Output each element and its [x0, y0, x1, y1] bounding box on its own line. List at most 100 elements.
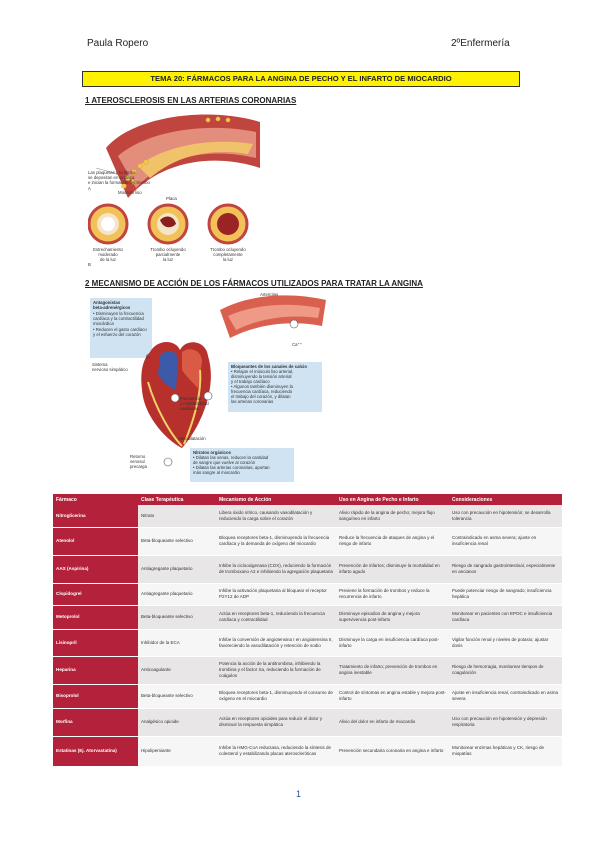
- drug-name: Estatinas (Ej. Atorvastatina): [53, 736, 138, 767]
- retorno-label-line3: precarga: [130, 464, 148, 469]
- drug-name: Metoprolol: [53, 605, 138, 630]
- nitratos-box-line2: • Dilatan las venas, reducen la cantidad: [193, 455, 269, 460]
- drug-name: Nitroglicerina: [53, 505, 138, 528]
- header-uso: Uso en Angina de Pecho e Infarto: [336, 494, 449, 505]
- drug-considerations: Puede potenciar riesgo de sangrado; insu…: [449, 583, 562, 606]
- heart-marker-2: [203, 391, 213, 401]
- frecuencia-label-line3: cardíacas: [180, 406, 199, 411]
- header-author: Paula Ropero: [87, 38, 149, 49]
- calcio-box-line3: disminuyendo la tensión arterial: [231, 374, 291, 379]
- frecuencia-label-line1: Frecuencia: [180, 396, 202, 401]
- drug-mechanism: Inhibe la HMG-CoA reductasa, reduciendo …: [216, 736, 336, 767]
- vasodilatacion-label: Vasodilatación: [178, 436, 206, 441]
- panel-b-letter: B: [88, 262, 91, 267]
- heart-marker-1: [170, 393, 180, 403]
- nitratos-box-line5: más sangre al miocardio: [193, 470, 240, 475]
- cross-section-3: [207, 203, 249, 245]
- beta-blocker-box: [90, 298, 152, 358]
- calcio-box-line2: • Relajan el músculo liso arterial,: [231, 369, 293, 374]
- retorno-label-line1: Retorno: [130, 454, 146, 459]
- cross-section-1: [88, 203, 129, 245]
- calcio-box-line5: • Algunos también disminuyen la: [231, 384, 294, 389]
- arteriole-marker: [289, 319, 299, 329]
- plaque-note-line2: se depositan en la placa: [88, 175, 135, 180]
- section-heading-mechanism: 2 MECANISMO DE ACCIÓN DE LOS FÁRMACOS UT…: [85, 279, 423, 288]
- plaque-label: Placa: [166, 196, 177, 201]
- arterias-label: Arteriolas: [260, 292, 278, 297]
- simpatico-label-line1: Sistema: [92, 362, 108, 367]
- cross-section-2: [147, 203, 189, 245]
- caption-1-line2: moderado: [98, 252, 118, 257]
- drug-use: Disminuye la carga en insuficiencia card…: [336, 629, 449, 657]
- caption-2-line2: parcialmente: [156, 252, 181, 257]
- drug-mechanism: Inhibe la conversión de angiotensina I e…: [216, 629, 336, 657]
- frecuencia-label-line2: y contractilidad: [180, 401, 209, 406]
- drug-use: Reduce la frecuencia de ataques de angin…: [336, 527, 449, 556]
- drug-name: Clopidogrel: [53, 583, 138, 606]
- beta-box-line6: • Reducen el gasto cardíaco: [93, 327, 147, 332]
- drug-class: Antiagregante plaquetario: [138, 555, 216, 584]
- drug-use: Previene la formación de trombos y reduc…: [336, 583, 449, 606]
- table-row: Morfina Analgésico opioide Actúa en rece…: [53, 708, 562, 737]
- header-farmaco: Fármaco: [53, 494, 138, 505]
- nitratos-box-line4: • Dilatan las arterias coronarias, aport…: [193, 465, 270, 470]
- beta1-label: β₁: [146, 354, 150, 359]
- drug-use: Prevención de infartos; disminuye la mor…: [336, 555, 449, 584]
- drug-use: Prevención secundaria coronaria en angin…: [336, 736, 449, 767]
- calcio-box-line1: Bloqueantes de los canales de calcio: [231, 364, 307, 369]
- panel-a-letter: A: [88, 186, 91, 191]
- platelet-clusters: [121, 116, 231, 189]
- drug-use: Disminuye episodios de angina y mejora s…: [336, 605, 449, 630]
- drug-use: Control de síntomas en angina estable y …: [336, 684, 449, 709]
- plaque-deposit: [138, 141, 253, 178]
- drug-mechanism: Bloquea receptores beta-1, disminuyendo …: [216, 684, 336, 709]
- calcio-box-line6: frecuencia cardíaca, reduciendo: [231, 389, 293, 394]
- drug-considerations: Vigilar función renal y niveles de potas…: [449, 629, 562, 657]
- header-consideraciones: Consideraciones: [449, 494, 562, 505]
- drug-considerations: Monitorear enzimas hepáticas y CK, riesg…: [449, 736, 562, 767]
- header-clase: Clase Terapéutica: [138, 494, 216, 505]
- caption-1-line3: de la luz: [100, 257, 116, 262]
- drug-mechanism: Actúa en receptores beta-1, reduciendo l…: [216, 605, 336, 630]
- drug-mechanism: Bloquea receptores beta-1, disminuyendo …: [216, 527, 336, 556]
- drug-class: Beta-bloqueante selectivo: [138, 684, 216, 709]
- table-header-row: Fármaco Clase Terapéutica Mecanismo de A…: [53, 494, 562, 505]
- drug-mechanism: Inhibe la activación plaquetaria al bloq…: [216, 583, 336, 606]
- drug-considerations: Uso con precaución en hipotensión y depr…: [449, 708, 562, 737]
- plaque-note-line3: e inician la formación del trombo: [88, 180, 150, 185]
- table-row: Heparina Anticoagulante Potencia la acci…: [53, 656, 562, 685]
- drug-class: Beta-bloqueante selectivo: [138, 527, 216, 556]
- drug-class: Inhibidor de la ECA: [138, 629, 216, 657]
- caption-3-line1: Trombo ocluyendo: [210, 247, 246, 252]
- table-row: Clopidogrel Antiagregante plaquetario In…: [53, 583, 562, 606]
- drug-class: Beta-bloqueante selectivo: [138, 605, 216, 630]
- caption-1-line1: Estrechamiento: [93, 247, 123, 252]
- calcio-box-line7: el trabajo del corazón, y dilatan: [231, 394, 291, 399]
- drug-class: Antiagregante plaquetario: [138, 583, 216, 606]
- retorno-label-line2: venoso/: [130, 459, 146, 464]
- table-row: Metoprolol Beta-bloqueante selectivo Act…: [53, 605, 562, 630]
- section-heading-atherosclerosis: 1 ATEROSCLEROSIS EN LAS ARTERIAS CORONAR…: [85, 96, 297, 105]
- beta-box-line7: y el esfuerzo del corazón: [93, 332, 141, 337]
- beta-box-line5: miocárdica: [93, 321, 114, 326]
- caption-2-line1: Trombo ocluyendo: [150, 247, 186, 252]
- drug-considerations: Monitorear en pacientes con EPOC e insuf…: [449, 605, 562, 630]
- caption-3-line3: la luz: [223, 257, 233, 262]
- drug-considerations: Uso con precaución en hipotensión; se de…: [449, 505, 562, 528]
- drug-mechanism: Inhibe la ciclooxigenasa (COX), reducien…: [216, 555, 336, 584]
- calcio-box-line4: y el trabajo cardíaco: [231, 379, 270, 384]
- caption-3-line2: completamente: [213, 252, 243, 257]
- drug-considerations: Ajuste en insuficiencia renal, contraind…: [449, 684, 562, 709]
- drug-mechanism: Libera óxido nítrico, causando vasodilat…: [216, 505, 336, 528]
- drug-name: Morfina: [53, 708, 138, 737]
- beta-box-line3: • Disminuyen la frecuencia: [93, 311, 144, 316]
- ca-label: Ca⁺⁺: [292, 342, 302, 347]
- drug-class: Anticoagulante: [138, 656, 216, 685]
- heart-marker-3: [163, 457, 173, 467]
- drug-name: Atenolol: [53, 527, 138, 556]
- drug-mechanism: Actúa en receptores opioides para reduci…: [216, 708, 336, 737]
- drug-class: Analgésico opioide: [138, 708, 216, 737]
- table-row: Bisoprolol Beta-bloqueante selectivo Blo…: [53, 684, 562, 709]
- drug-use: Tratamiento de infarto; prevención de tr…: [336, 656, 449, 685]
- drug-name: AAS (Aspirina): [53, 555, 138, 584]
